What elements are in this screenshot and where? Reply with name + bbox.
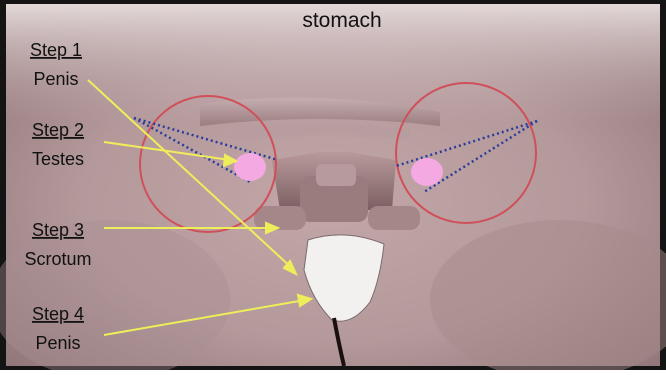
step-2-heading: Step 2 <box>32 120 84 140</box>
step-3-heading: Step 3 <box>32 220 84 240</box>
left-testis-marker <box>234 153 266 181</box>
diagram-title: stomach <box>302 9 381 32</box>
central-block-top <box>316 164 356 186</box>
step-2-label: Testes <box>32 149 84 169</box>
step-4-heading: Step 4 <box>32 304 84 324</box>
right-lobe <box>368 206 420 230</box>
step-3-label: Scrotum <box>24 249 91 269</box>
step-1-heading: Step 1 <box>30 40 82 60</box>
step-1-label: Penis <box>33 69 78 89</box>
step-4-label: Penis <box>35 333 80 353</box>
left-lobe <box>254 206 306 230</box>
right-testis-marker <box>411 158 443 186</box>
